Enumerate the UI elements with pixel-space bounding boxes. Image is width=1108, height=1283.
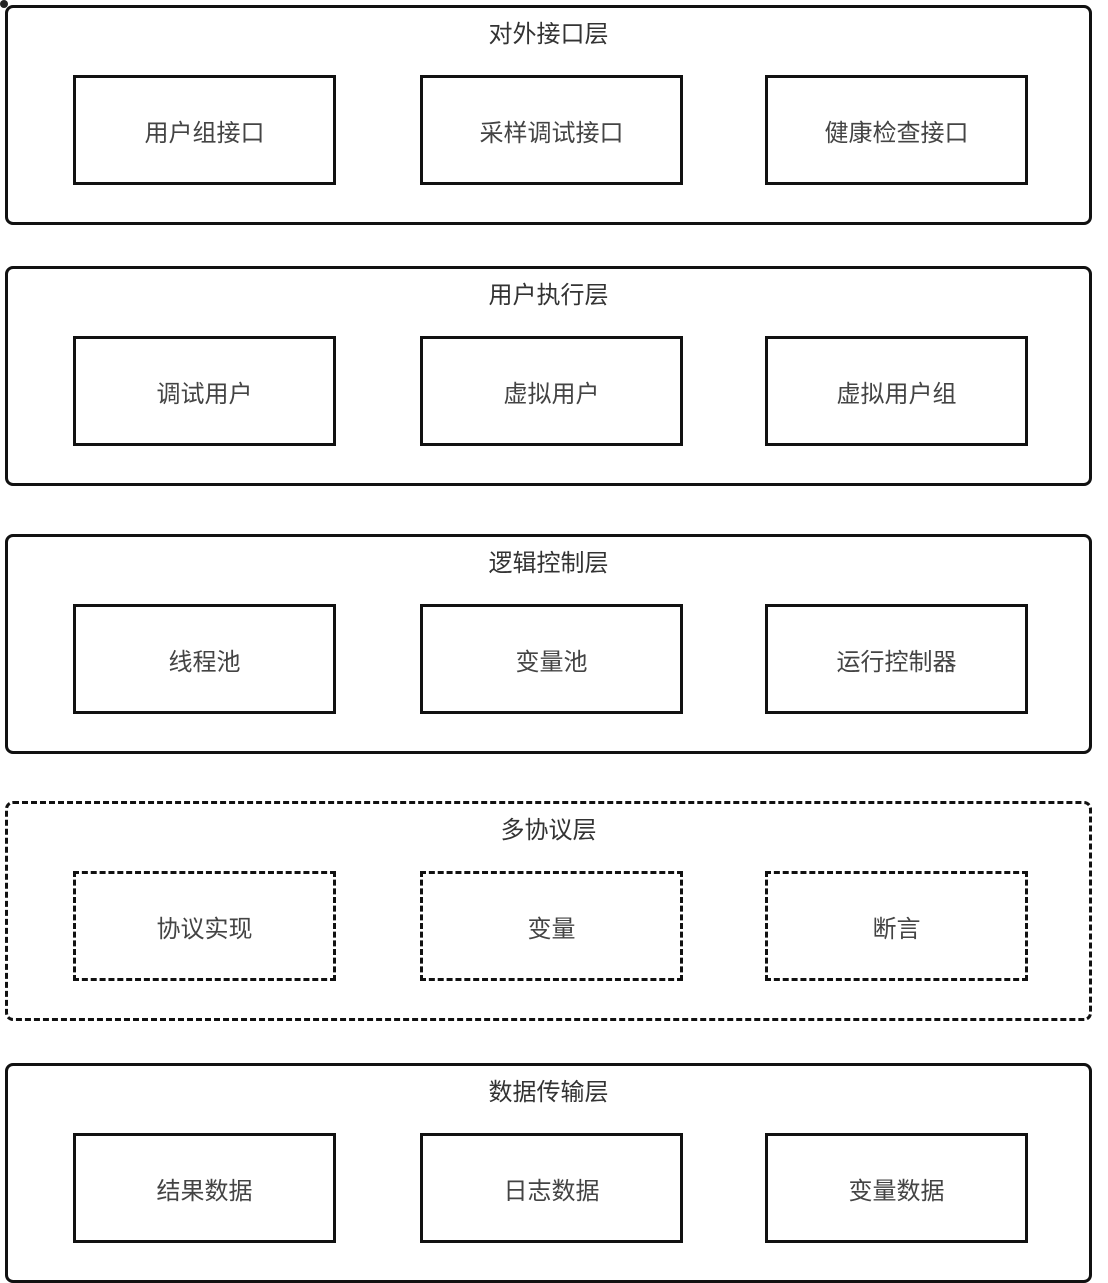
- component-box: 用户组接口: [73, 75, 336, 185]
- layer-1: 用户执行层调试用户虚拟用户虚拟用户组: [5, 266, 1092, 486]
- component-box: 日志数据: [420, 1133, 683, 1243]
- corner-handle: [0, 0, 8, 8]
- component-box: 虚拟用户组: [765, 336, 1028, 446]
- layer-4: 数据传输层结果数据日志数据变量数据: [5, 1063, 1092, 1283]
- component-box: 协议实现: [73, 871, 336, 981]
- layer-2: 逻辑控制层线程池变量池运行控制器: [5, 534, 1092, 754]
- component-box: 运行控制器: [765, 604, 1028, 714]
- component-box: 调试用户: [73, 336, 336, 446]
- layer-0: 对外接口层用户组接口采样调试接口健康检查接口: [5, 5, 1092, 225]
- component-box: 采样调试接口: [420, 75, 683, 185]
- layer-title: 数据传输层: [488, 1078, 609, 1106]
- component-box: 结果数据: [73, 1133, 336, 1243]
- component-box: 变量池: [420, 604, 683, 714]
- component-box: 健康检查接口: [765, 75, 1028, 185]
- layer-title: 逻辑控制层: [488, 549, 609, 577]
- component-box: 线程池: [73, 604, 336, 714]
- component-box: 变量: [420, 871, 683, 981]
- component-box: 变量数据: [765, 1133, 1028, 1243]
- component-box: 断言: [765, 871, 1028, 981]
- component-box: 虚拟用户: [420, 336, 683, 446]
- layer-title: 多协议层: [500, 816, 597, 844]
- layer-3: 多协议层协议实现变量断言: [5, 801, 1092, 1021]
- layer-title: 对外接口层: [488, 20, 609, 48]
- layer-title: 用户执行层: [488, 281, 609, 309]
